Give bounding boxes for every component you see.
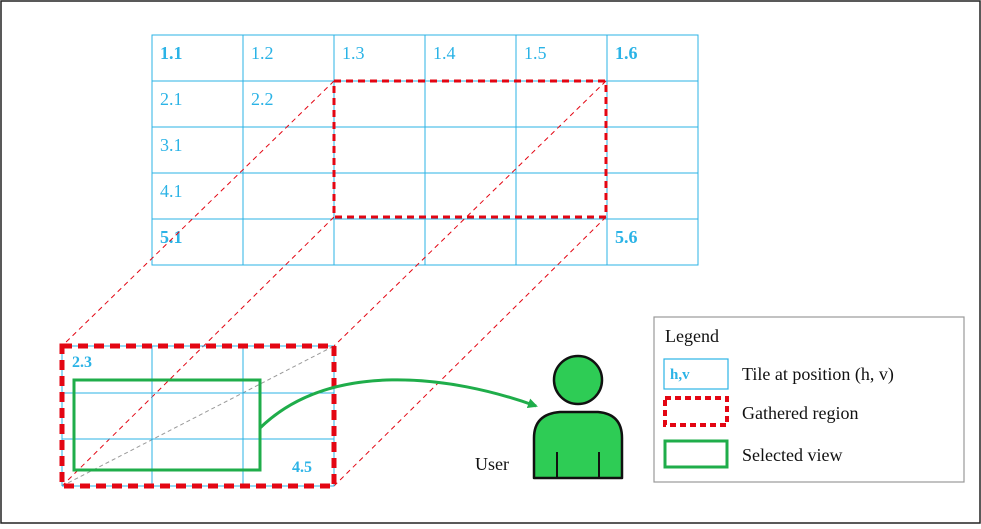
tile-cell: [515, 172, 608, 220]
legend-tile-swatch-text: h,v: [670, 367, 690, 383]
tile-cell: [606, 218, 699, 266]
tile-label: 1.5: [524, 43, 547, 63]
legend-gathered-label: Gathered region: [742, 403, 858, 423]
legend-tile-swatch: [663, 358, 729, 390]
tile-cell: [242, 218, 335, 266]
user-icon: [532, 354, 624, 480]
tile-label: 1.1: [160, 43, 183, 63]
user-head: [552, 354, 604, 406]
projection-line-top-right: [333, 80, 607, 347]
legend-tile-label: Tile at position (h, v): [742, 364, 894, 385]
tile-cell: [333, 172, 426, 220]
tile-label: 4.1: [160, 181, 183, 201]
tile-label: 5.1: [160, 227, 183, 247]
tile-cell: [606, 80, 699, 128]
zoom-gathered-region-outline: [59, 343, 337, 489]
gathered-region-outline: [332, 79, 608, 219]
user-body: [532, 410, 624, 480]
tile-cell: [515, 218, 608, 266]
tile-cell: [242, 172, 335, 220]
projection-line-bottom-right: [333, 216, 607, 487]
tile-grid: 1.1 1.2 1.3 1.4 1.5 1.6 2.1 2.2 3.1 4.1 5.1 5.6: [151, 34, 699, 266]
selected-view-rect: [72, 378, 262, 472]
zoom-corner-label-top-left: 2.3: [72, 354, 92, 371]
tile-cell: [242, 126, 335, 174]
tile-label: 3.1: [160, 135, 183, 155]
tile-cell: [424, 172, 517, 220]
projection-line-bottom-left: [61, 216, 335, 487]
tile-label: 5.6: [615, 227, 638, 247]
tile-label: 2.1: [160, 89, 183, 109]
zoomed-gathered-view: 2.3 4.5: [59, 343, 337, 489]
tile-label: 1.4: [433, 43, 456, 63]
view-to-user-arrow: [258, 378, 538, 430]
tile-label: 1.2: [251, 43, 274, 63]
legend-selected-label: Selected view: [742, 445, 842, 465]
tile-cell: [333, 218, 426, 266]
tile-cell: [333, 126, 426, 174]
tile-label: 1.3: [342, 43, 365, 63]
tile-cell: [606, 172, 699, 220]
tile-cell: [424, 80, 517, 128]
tile-label: 1.6: [615, 43, 638, 63]
projection-lines: [61, 80, 607, 487]
legend-title: Legend: [665, 326, 719, 346]
tile-cell: [424, 218, 517, 266]
tile-cell: [606, 126, 699, 174]
legend-selected-swatch: [663, 439, 729, 469]
legend-gathered-swatch: [663, 396, 729, 427]
tile-cell: [333, 80, 426, 128]
tile-cell: [515, 80, 608, 128]
legend: Legend h,v Tile at position (h, v) Gathe…: [653, 316, 965, 483]
projection-line-top-left: [61, 80, 335, 347]
tile-label: 2.2: [251, 89, 274, 109]
tile-cell: [515, 126, 608, 174]
user-label: User: [475, 454, 509, 474]
tile-cell: [424, 126, 517, 174]
zoom-corner-label-bottom-right: 4.5: [292, 459, 312, 476]
legend-box: [653, 316, 965, 483]
zoom-diagonal-guide: [61, 345, 335, 487]
